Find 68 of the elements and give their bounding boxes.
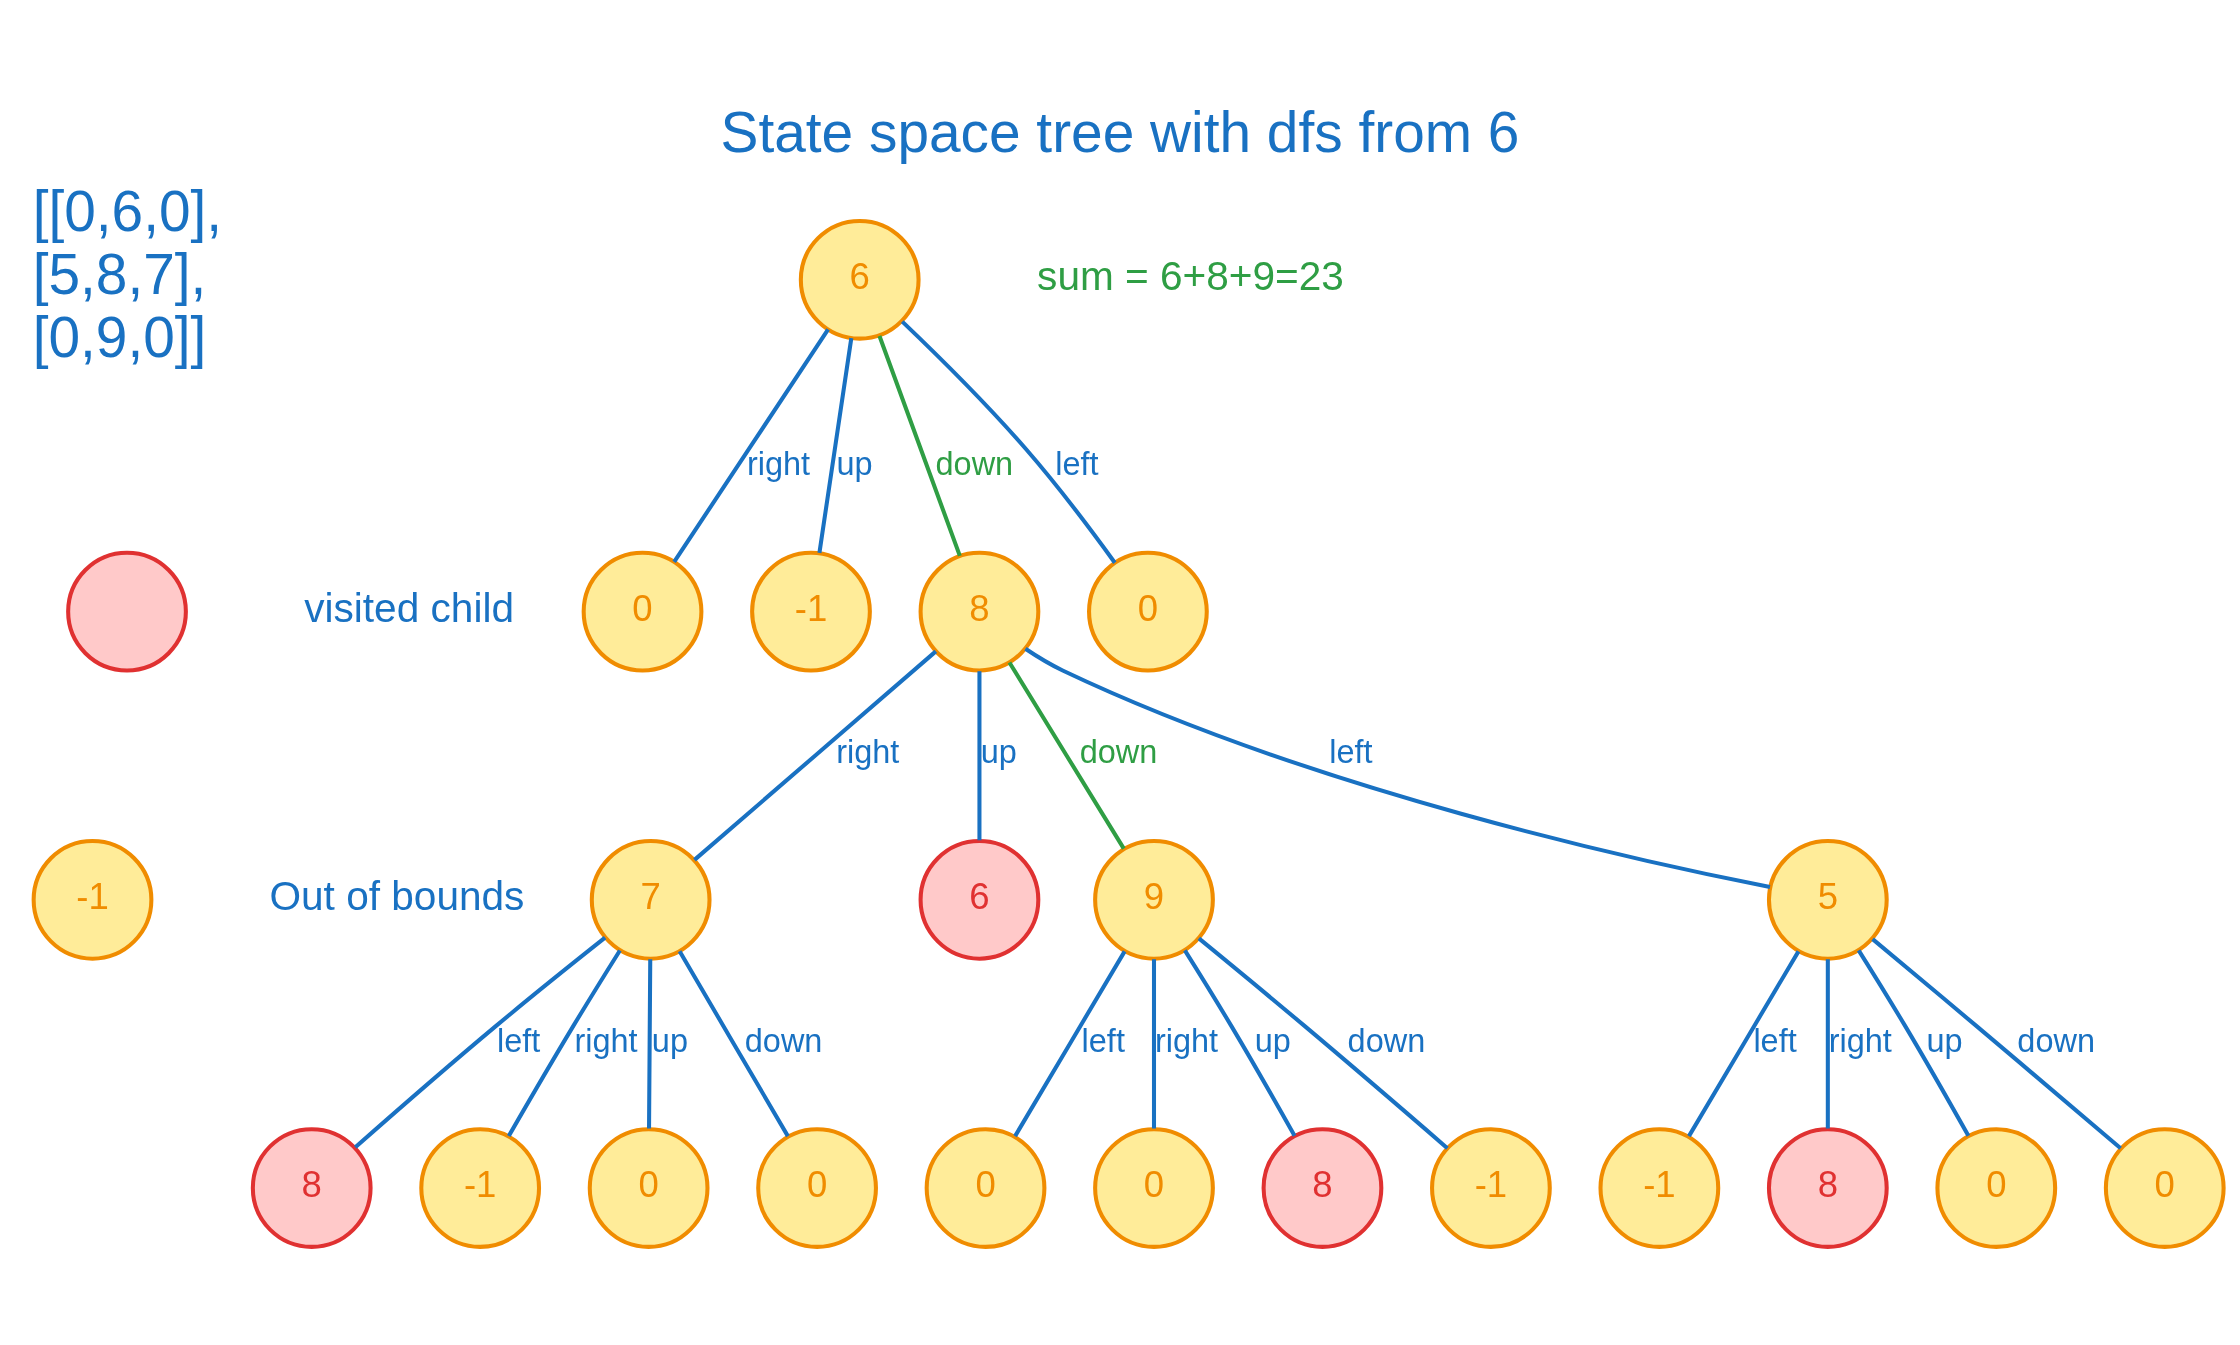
connector — [1013, 950, 1127, 1138]
connector — [353, 936, 607, 1149]
connector — [817, 337, 854, 554]
connector — [977, 671, 982, 841]
node-circle: -1 — [419, 1127, 542, 1249]
edge-label: right — [1154, 1022, 1219, 1059]
connector — [1856, 949, 1971, 1137]
node-circle: 0 — [1093, 1127, 1215, 1249]
node-circle: 8 — [1766, 1127, 1889, 1249]
node-circle: -1 — [1598, 1127, 1721, 1249]
node-circle: 5 — [1766, 838, 1889, 961]
edge-label: down — [1079, 734, 1158, 771]
label: visited child — [304, 584, 514, 631]
label: sum = 6+8+9=23 — [1037, 252, 1344, 299]
edge-label: up — [1254, 1022, 1291, 1059]
edge-label: left — [1055, 446, 1099, 483]
connector — [1024, 647, 1771, 889]
edge-label: up — [980, 734, 1017, 771]
node-circle — [66, 550, 188, 673]
diagram-title: State space tree with dfs from 6 — [720, 100, 1520, 164]
connector — [677, 950, 790, 1138]
edge-label: up — [1926, 1022, 1963, 1059]
edge-label: right — [746, 446, 811, 483]
node-circle: 6 — [798, 218, 921, 341]
edge-label: right — [836, 734, 900, 771]
connector — [877, 335, 962, 557]
node-circle: 0 — [1087, 550, 1209, 673]
node-circle: 8 — [250, 1127, 373, 1249]
node-circle: 0 — [924, 1127, 1047, 1249]
edge-label: right — [574, 1022, 638, 1059]
node-circle: -1 — [750, 550, 872, 673]
edge-label: left — [497, 1022, 541, 1059]
node-circle: 8 — [918, 550, 1041, 673]
edge-label: up — [651, 1022, 688, 1059]
edge-label: down — [935, 446, 1014, 483]
edge-label: down — [1347, 1022, 1426, 1059]
node-circle: 6 — [918, 838, 1041, 961]
connector — [1687, 950, 1801, 1138]
label: Out of bounds — [269, 872, 525, 919]
connector — [1183, 949, 1297, 1137]
connector — [1825, 959, 1830, 1129]
node-circle: 0 — [1935, 1127, 2058, 1249]
node-circle: 0 — [756, 1127, 878, 1249]
connector — [1197, 936, 1449, 1150]
edge-label: left — [1081, 1022, 1125, 1059]
edge-label: right — [1828, 1022, 1892, 1059]
connector — [1007, 661, 1126, 850]
connector — [1871, 937, 2122, 1150]
label: [[0,6,0], [5,8,7], [0,9,0]] — [32, 179, 223, 369]
edge-label: down — [744, 1022, 823, 1059]
node-circle: 0 — [587, 1127, 710, 1249]
connector — [647, 959, 653, 1129]
connector — [672, 328, 830, 563]
node-circle: 7 — [589, 838, 712, 961]
edge-label: up — [836, 446, 873, 483]
connector — [507, 949, 622, 1137]
node-circle: 9 — [1093, 838, 1215, 961]
connector — [1151, 959, 1157, 1129]
node-circle: 0 — [2103, 1127, 2226, 1249]
node-circle: -1 — [31, 838, 154, 961]
node-circle: 8 — [1261, 1127, 1384, 1249]
node-circle: -1 — [1430, 1127, 1552, 1249]
connector — [693, 649, 938, 862]
node-circle: 0 — [581, 550, 704, 673]
connector — [900, 320, 1117, 564]
edge-label: left — [1753, 1022, 1797, 1059]
edge-label: left — [1329, 734, 1373, 771]
edge-label: down — [2017, 1022, 2095, 1059]
